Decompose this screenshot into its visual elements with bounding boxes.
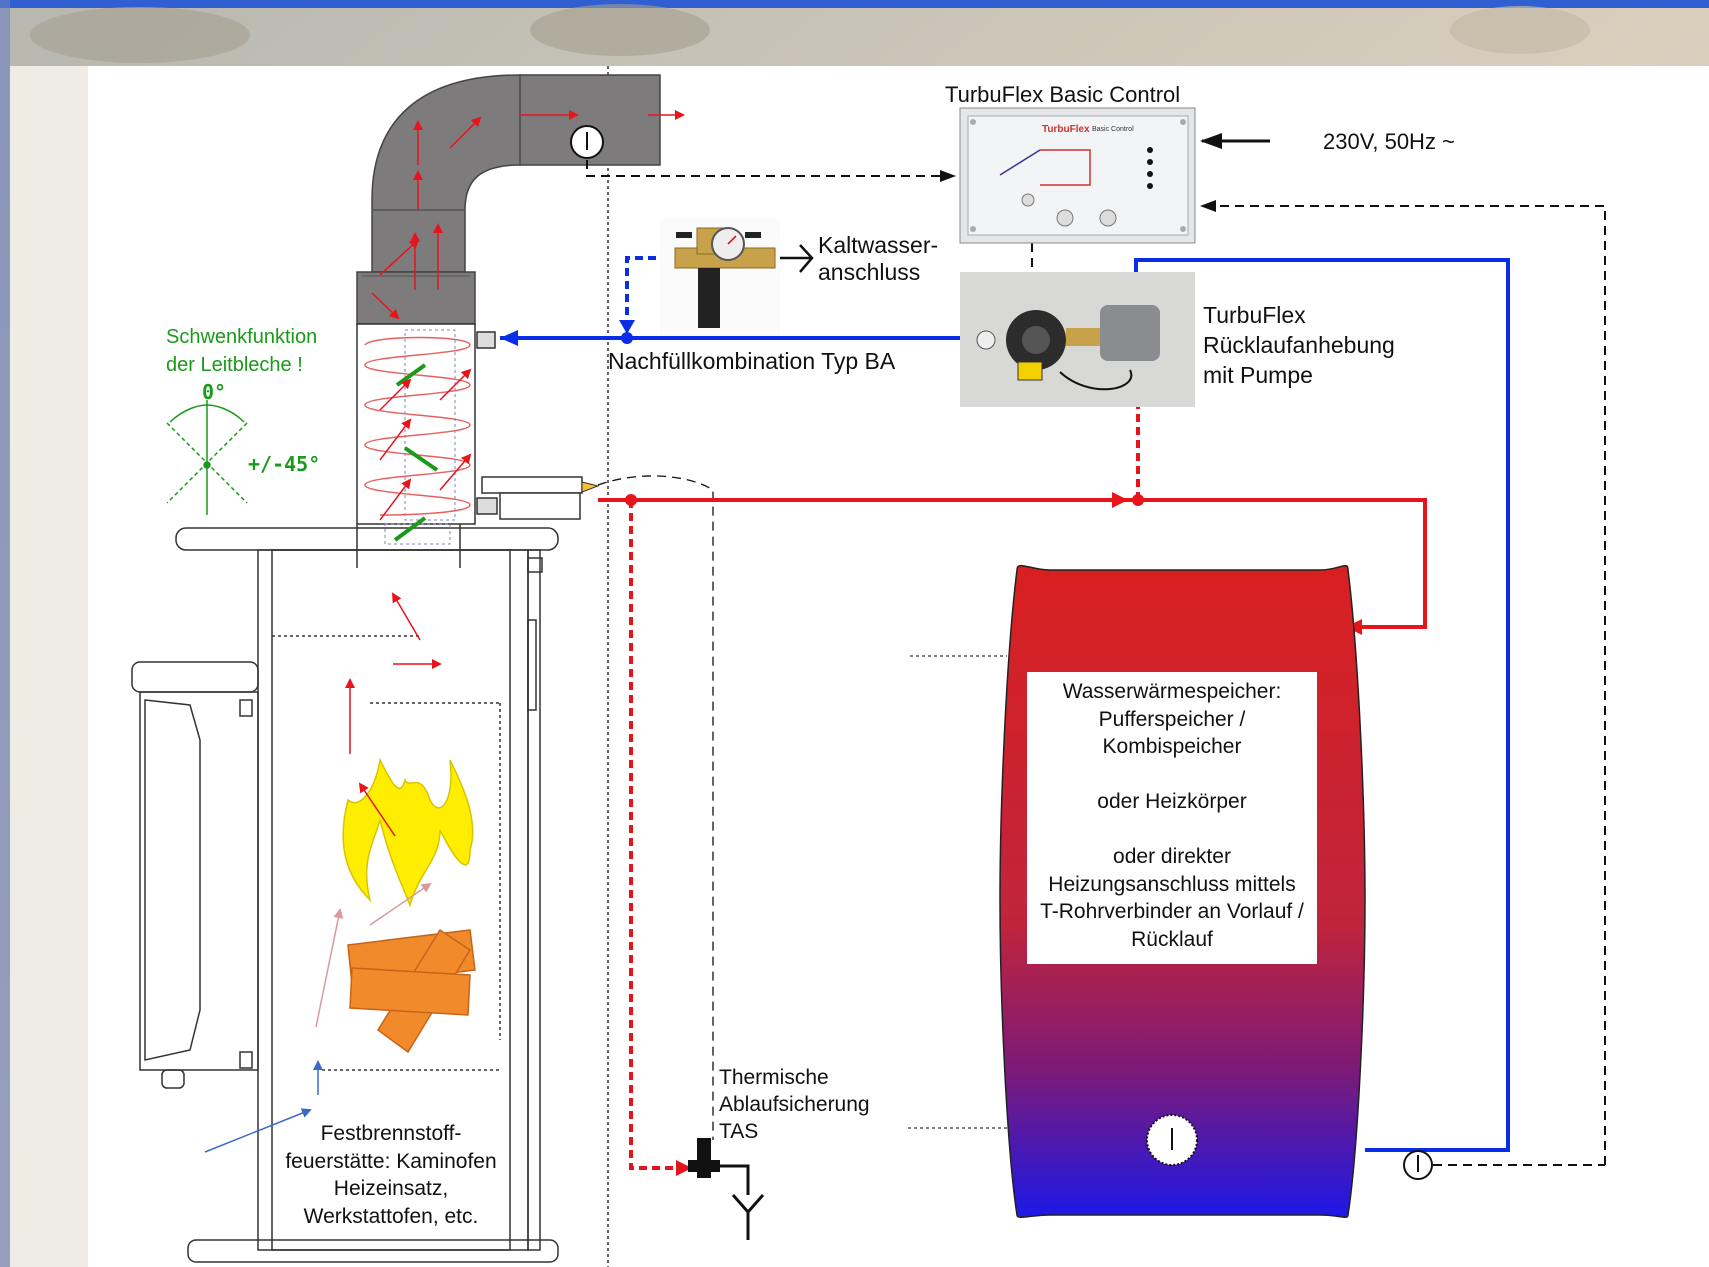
pump-image — [960, 272, 1195, 407]
cold-water-line: Kaltwasser- — [818, 232, 939, 258]
stove-line: feuerstätte: Kaminofen — [285, 1149, 497, 1173]
stove-label: Festbrennstoff- feuerstätte: Kaminofen H… — [275, 1120, 507, 1230]
stove-line: Werkstattofen, etc. — [303, 1204, 479, 1228]
swivel-line: der Leitbleche ! — [166, 354, 303, 376]
storage-line: Kombispeicher — [1102, 735, 1242, 758]
control-title: TurbuFlex Basic Control — [945, 82, 1181, 107]
content-panel — [10, 66, 1709, 1267]
tas-label: Thermische Ablaufsicherung TAS — [719, 1064, 870, 1145]
pump-label-line: TurbuFlex — [1203, 302, 1306, 328]
storage-line: Wasserwärmespeicher: — [1062, 680, 1282, 703]
stove — [131, 527, 559, 1263]
refill-valve-icon — [660, 218, 780, 336]
storage-gap — [1027, 761, 1317, 789]
heat-exchanger — [356, 323, 600, 568]
storage-line: Heizungsanschluss mittels — [1048, 872, 1296, 896]
angle-zero: 0° — [202, 380, 227, 404]
storage-line: Pufferspeicher / — [1098, 707, 1246, 731]
angle-range: +/-45° — [248, 452, 321, 476]
storage-line: oder direkter — [1113, 845, 1231, 868]
tas-valve-icon — [688, 1138, 765, 1240]
power-label: 230V, 50Hz ~ — [1323, 129, 1455, 154]
cold-water-label: Kaltwasser- anschluss — [818, 232, 938, 286]
control-panel-image — [959, 107, 1196, 244]
swivel-label: Schwenkfunktion der Leitbleche ! — [166, 323, 317, 379]
fire — [342, 757, 476, 1054]
pump-label-line: mit Pumpe — [1203, 362, 1313, 388]
swivel-line: Schwenkfunktion — [166, 326, 318, 348]
refill-label: Nachfüllkombination Typ BA — [608, 348, 896, 374]
swivel-angle-icon — [166, 400, 248, 515]
storage-line: oder Heizkörper — [1097, 790, 1247, 813]
tas-line: TAS — [719, 1120, 759, 1143]
panel-brand: TurbuFlex — [1042, 124, 1090, 135]
cold-water-line: anschluss — [818, 259, 921, 285]
storage-label-box: Wasserwärmespeicher: Pufferspeicher / Ko… — [1027, 672, 1317, 964]
flow-pipe — [598, 498, 1427, 629]
tas-line: Thermische — [719, 1066, 829, 1089]
storage-line: Rücklauf — [1131, 927, 1213, 951]
storage-gap — [1027, 816, 1317, 844]
stove-line: Heizeinsatz, — [333, 1177, 449, 1200]
panel-sub: Basic Control — [1092, 126, 1134, 133]
stove-line: Festbrennstoff- — [320, 1122, 462, 1145]
tas-line: Ablaufsicherung — [719, 1093, 870, 1116]
flue-pipe — [356, 74, 661, 325]
airflow-arrows — [204, 592, 442, 1153]
flue-gas-arrows — [371, 110, 685, 521]
pump-label: TurbuFlex Rücklaufanhebung mit Pumpe — [1203, 300, 1395, 390]
pump-label-line: Rücklaufanhebung — [1203, 332, 1395, 358]
storage-line: T-Rohrverbinder an Vorlauf / — [1040, 900, 1304, 923]
